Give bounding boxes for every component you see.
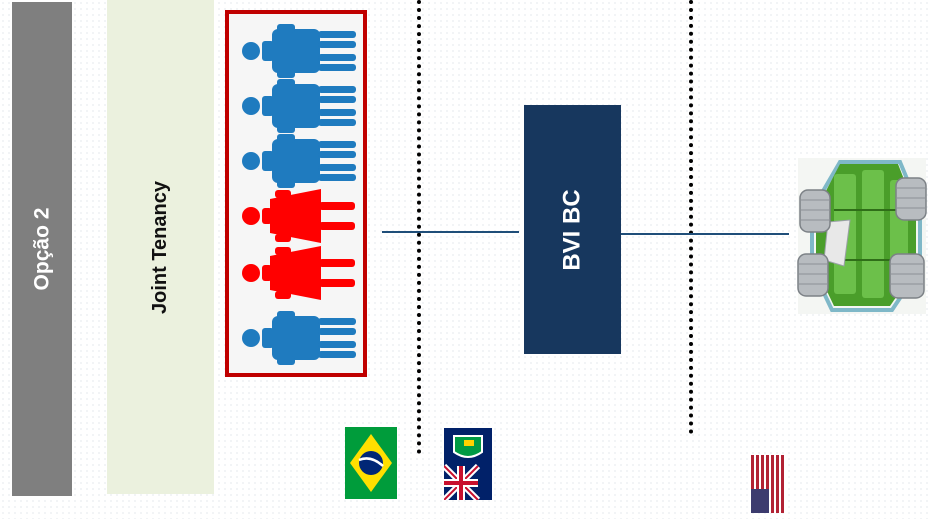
male-person-icon [242,24,356,78]
male-person-icon [242,134,356,188]
option-bar: Opção 2 [12,2,72,496]
female-person-icon [242,246,355,300]
option-label: Opção 2 [30,207,53,291]
jurisdiction-divider-left [417,0,421,454]
jurisdiction-divider-right [689,0,693,434]
owners-group [225,10,367,377]
joint-tenancy-bar: Joint Tenancy [107,0,214,494]
female-person-icon [242,189,355,243]
joint-tenancy-label: Joint Tenancy [149,180,171,314]
male-person-icon [242,79,356,133]
vehicle-icon [797,158,927,314]
brazil-flag-icon [345,427,397,499]
bvi-company-box: BVI BC [524,105,621,354]
male-person-icon [242,311,356,365]
company-to-asset-connector [621,233,789,235]
owners-to-company-connector [382,231,519,233]
company-label: BVI BC [558,188,586,271]
british-virgin-islands-flag-icon [444,428,492,500]
usa-flag-icon [751,455,786,513]
